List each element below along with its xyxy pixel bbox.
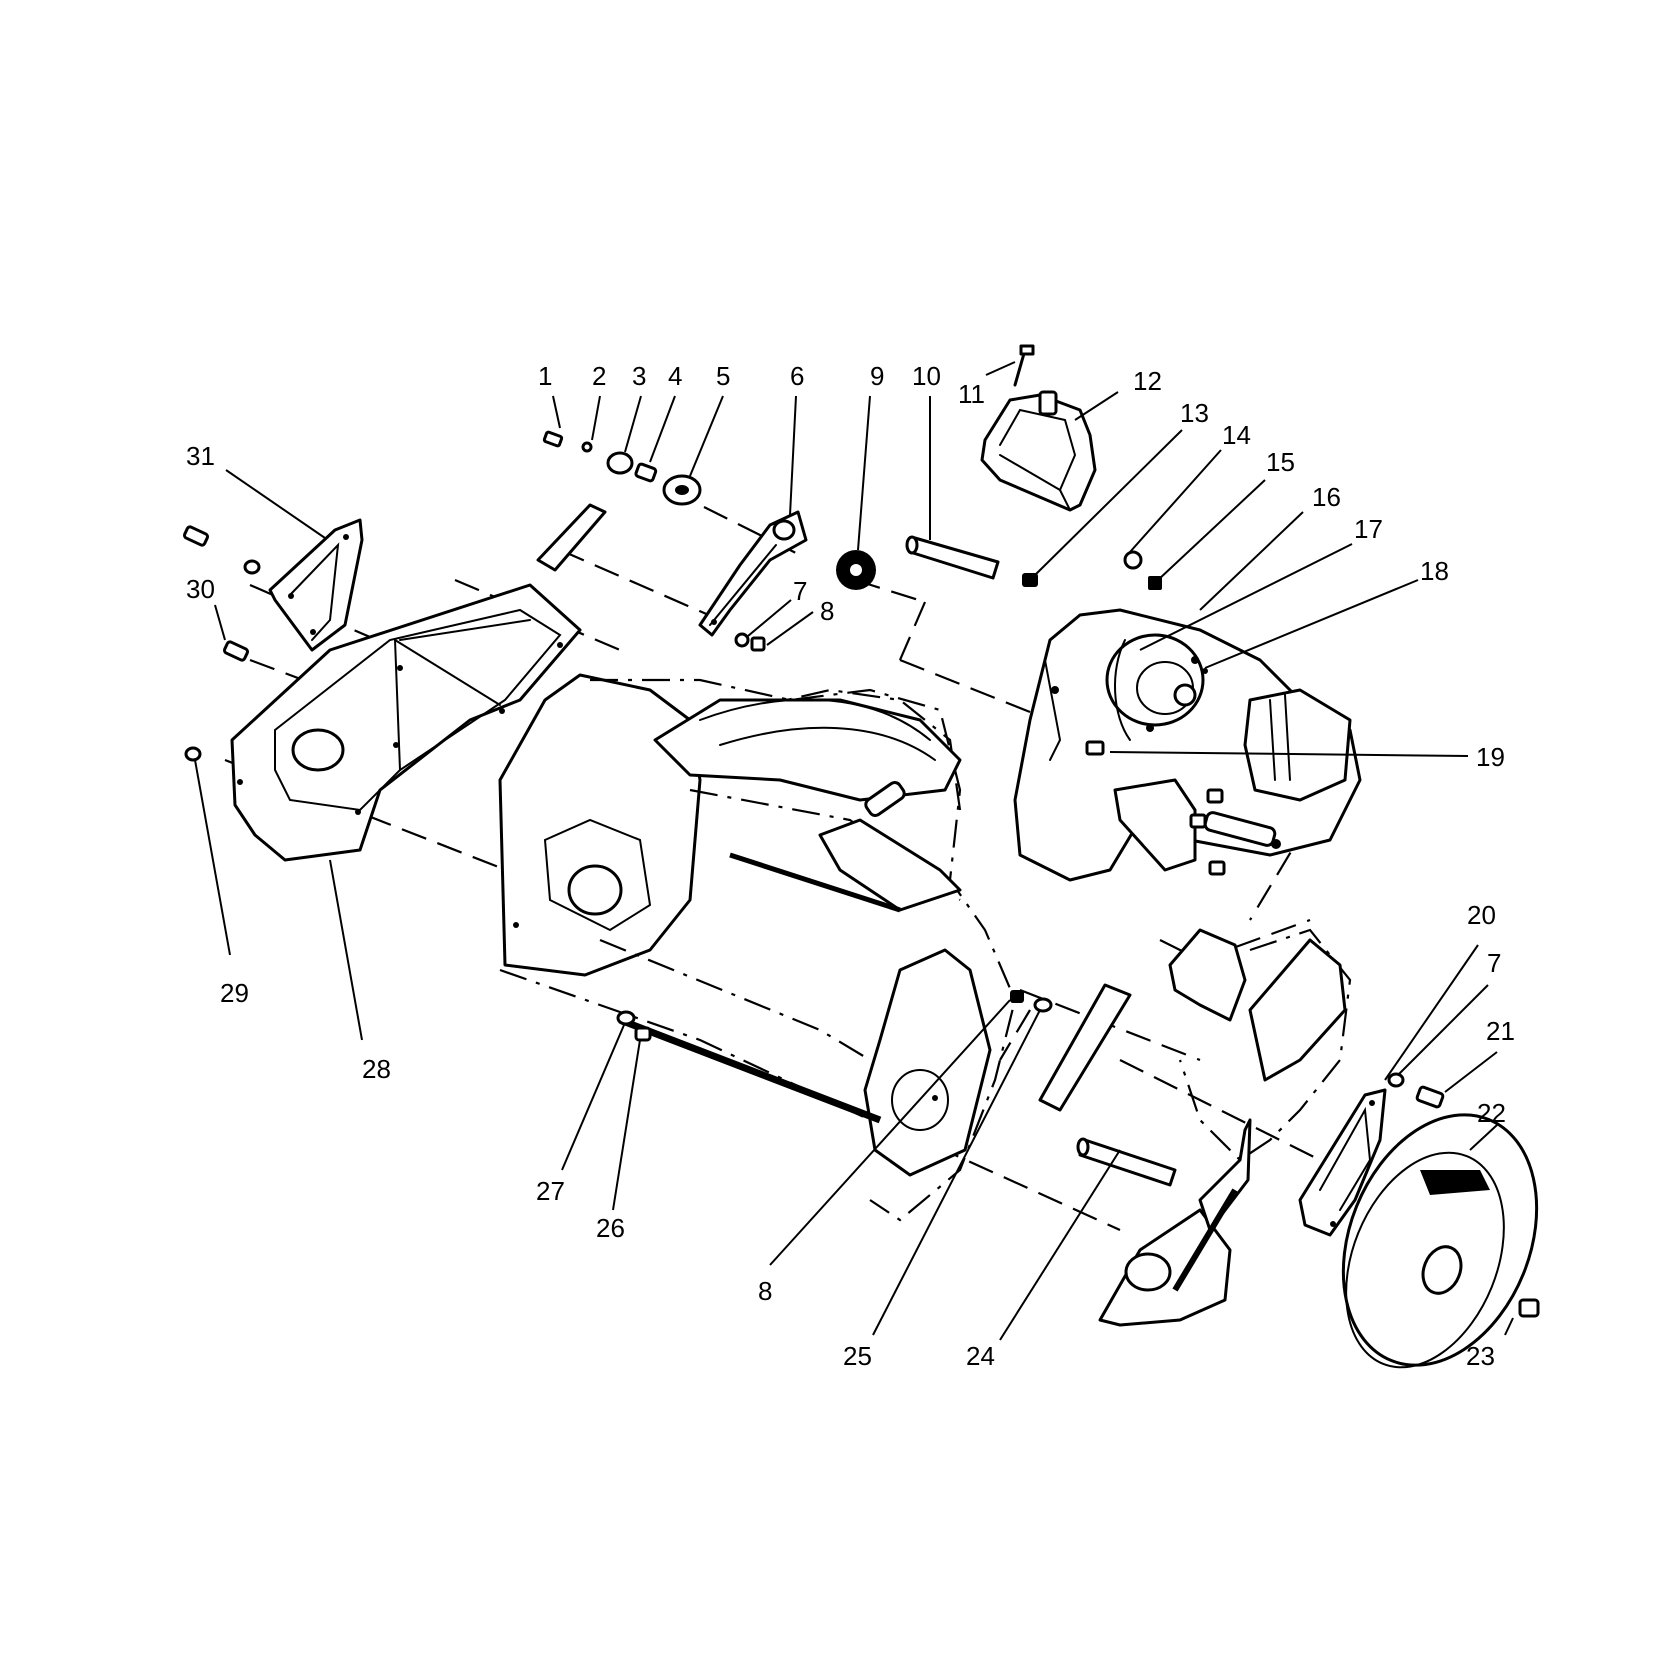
callout-19: 19	[1476, 742, 1505, 772]
callout-18: 18	[1420, 556, 1449, 586]
callout-5: 5	[716, 361, 730, 391]
callout-11: 11	[958, 379, 985, 409]
callout-8-upper: 8	[820, 596, 834, 626]
callout-leader-lines	[194, 361, 1514, 1341]
callout-6: 6	[790, 361, 804, 391]
callout-21: 21	[1486, 1016, 1515, 1046]
parts-14-15-small	[1123, 550, 1162, 590]
callout-labels: 1 2 3 4 5 6 7 8 9 10 11 12 13 14 15 16 1…	[186, 361, 1515, 1371]
callout-1: 1	[538, 361, 552, 391]
callout-29: 29	[220, 978, 249, 1008]
callout-20: 20	[1467, 900, 1496, 930]
right-washer-and-bolt	[1387, 1072, 1445, 1109]
part-12-motor-cover	[980, 344, 1097, 512]
callout-15: 15	[1266, 447, 1295, 477]
nuts-and-washers-center	[616, 990, 1053, 1042]
part-9-gear	[836, 550, 876, 590]
callout-14: 14	[1222, 420, 1251, 450]
callout-17: 17	[1354, 514, 1383, 544]
part-22-wheel	[1341, 1113, 1540, 1369]
bolt-and-washer-set-left	[182, 525, 261, 762]
callout-23: 23	[1466, 1341, 1495, 1371]
callout-13: 13	[1180, 398, 1209, 428]
callout-24: 24	[966, 1341, 995, 1371]
callout-10: 10	[912, 361, 941, 391]
callout-26: 26	[596, 1213, 625, 1243]
callout-30: 30	[186, 574, 215, 604]
callout-25: 25	[843, 1341, 872, 1371]
right-side-plates	[1098, 928, 1352, 1327]
callout-3: 3	[632, 361, 646, 391]
callout-22: 22	[1477, 1098, 1506, 1128]
callout-16: 16	[1312, 482, 1341, 512]
part-20-wheel-bracket	[1298, 1088, 1387, 1237]
callout-28: 28	[362, 1054, 391, 1084]
callout-7-lower: 7	[1487, 948, 1501, 978]
callout-31: 31	[186, 441, 215, 471]
callout-4: 4	[668, 361, 682, 391]
chute-small-parts	[536, 430, 808, 652]
part-28-left-side-plate	[230, 583, 582, 862]
part-10-shaft	[905, 535, 1038, 587]
auger-housing	[498, 673, 1017, 1222]
callout-12: 12	[1133, 366, 1162, 396]
motor-housing	[1013, 608, 1362, 882]
callout-7-upper: 7	[793, 576, 807, 606]
callout-8-lower: 8	[758, 1276, 772, 1306]
callout-9: 9	[870, 361, 884, 391]
part-31-bracket	[268, 518, 364, 652]
callout-2: 2	[592, 361, 606, 391]
callout-27: 27	[536, 1176, 565, 1206]
part-24-shaft	[1038, 983, 1177, 1187]
